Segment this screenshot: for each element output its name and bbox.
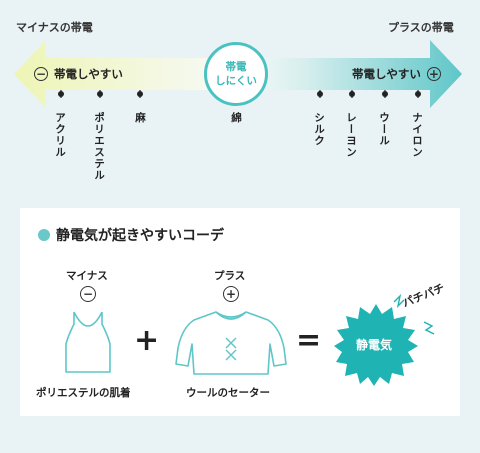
minus-end-label: マイナスの帯電 [16,21,93,34]
minus-icon: − [80,286,96,302]
item1-label: ポリエステルの肌着 [36,387,131,399]
material-label: ウール [378,112,390,147]
plus-end-label: プラスの帯電 [388,21,454,34]
left-band-group: − 帯電しやすい [34,66,123,82]
result-label: 静電気 [356,338,393,352]
right-band-group: 帯電しやすい + [352,66,441,82]
material-label: シルク [313,112,325,147]
material-label: アクリル [54,112,66,158]
static-burst-icon [334,304,418,386]
sweater-icon [175,311,287,375]
plus-icon: + [223,286,239,302]
plus-operator: + [134,323,160,358]
material-label: レーヨン [345,112,357,158]
plus-icon: + [426,67,441,81]
left-band-text: 帯電しやすい [54,67,123,81]
example-title-row: 静電気が起きやすいコーデ [38,225,224,245]
center-line2: しにくい [215,75,257,87]
right-band-text: 帯電しやすい [352,67,421,81]
material-label: ナイロン [411,112,423,158]
minus-label: マイナス [66,270,108,282]
neutral-circle: 帯電 しにくい [204,42,268,106]
equals-operator: = [296,323,322,358]
example-title: 静電気が起きやすいコーデ [56,228,224,244]
minus-icon: − [34,67,48,81]
center-line1: 帯電 [225,61,247,73]
item2-label: ウールのセーター [186,387,270,399]
material-label: ポリエステル [93,112,105,181]
material-label: 麻 [134,112,146,124]
tank-top-icon [65,311,111,373]
title-dot-icon [38,229,50,241]
material-label: 綿 [230,112,242,124]
plus-label: プラス [214,270,246,282]
spark-icon [393,293,435,335]
